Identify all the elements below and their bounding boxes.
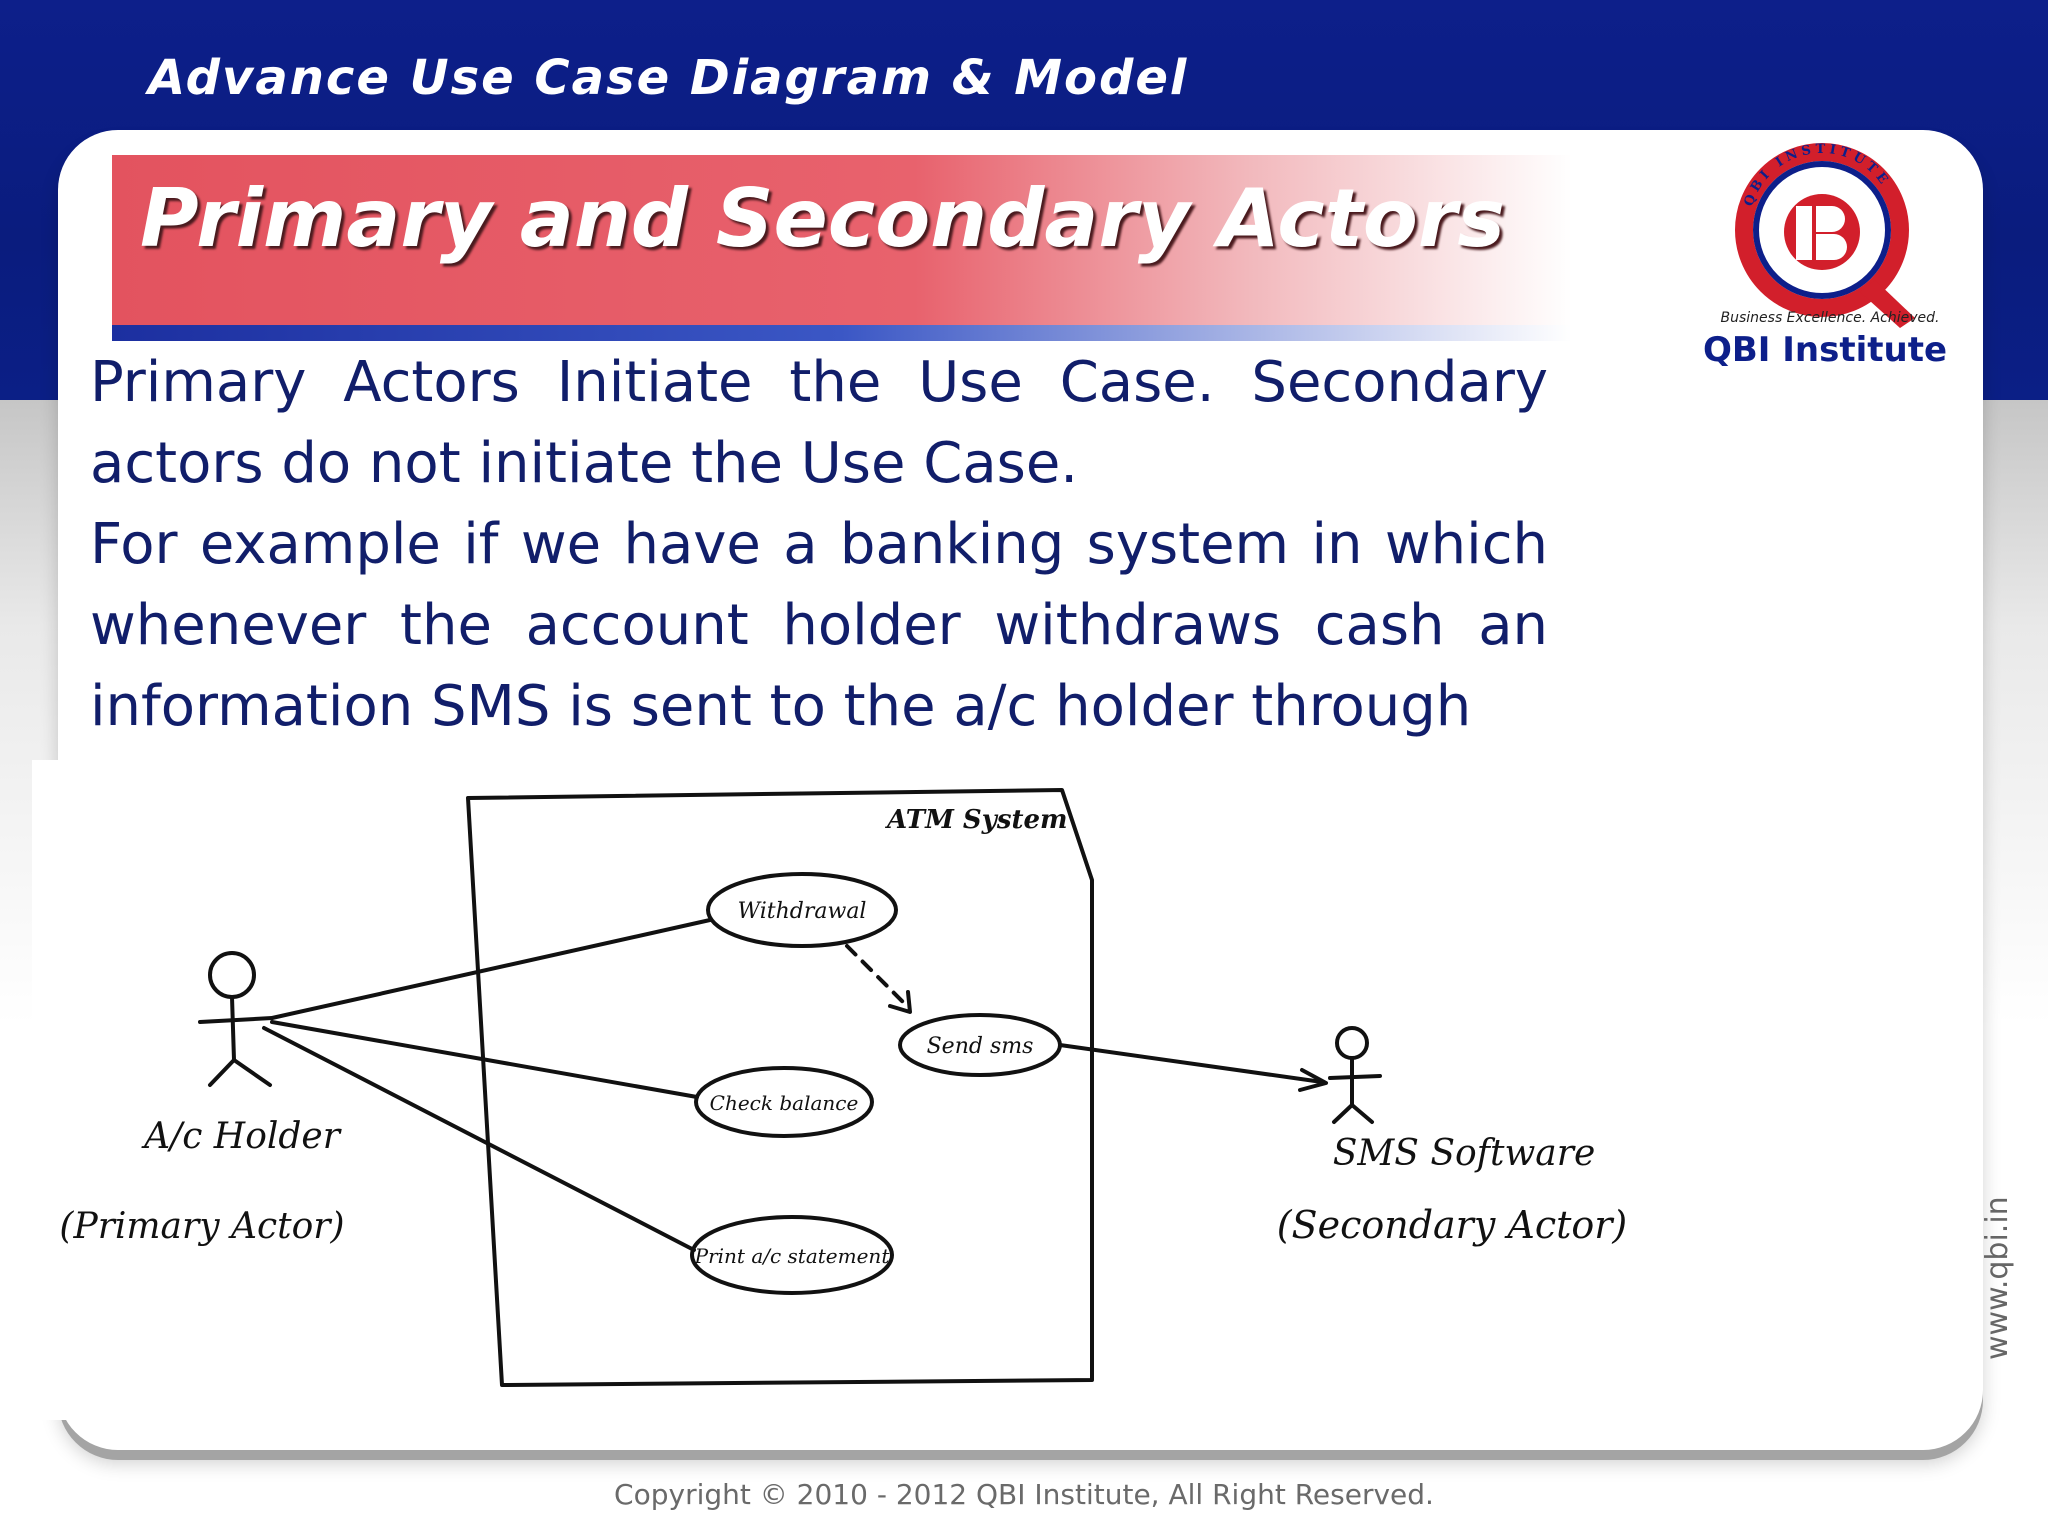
use-case-sketch: ATM System Withdrawal Send sms Check bal…: [32, 760, 1672, 1420]
title-banner: [112, 155, 1572, 325]
copyright-footer: Copyright © 2010 - 2012 QBI Institute, A…: [614, 1478, 1434, 1511]
body-text: Primary Actors Initiate the Use Case. Se…: [90, 342, 1548, 752]
usecase-withdrawal-label: Withdrawal: [738, 899, 867, 924]
usecase-send-sms-label: Send sms: [927, 1034, 1034, 1059]
system-name-label: ATM System: [884, 805, 1068, 835]
usecase-withdrawal: [706, 872, 898, 948]
logo-ring: [1735, 143, 1909, 317]
secondary-actor-figure: [1328, 1026, 1382, 1124]
secondary-actor-name: SMS Software: [1333, 1133, 1596, 1174]
deck-title: Advance Use Case Diagram & Model: [148, 50, 1189, 106]
usecase-print-statement: [690, 1215, 894, 1295]
include-dependency: [845, 944, 909, 1008]
primary-actor-figure: [198, 951, 274, 1087]
logo-name: QBI Institute: [1702, 330, 1948, 370]
association-print: [262, 1026, 696, 1252]
use-case-diagram: ATM System Withdrawal Send sms Check bal…: [59, 788, 1628, 1387]
site-url: www.qbi.in: [1980, 1196, 2015, 1360]
qbi-logo: QBI INSTITUTE: [1735, 142, 1915, 328]
association-check-balance: [270, 1020, 699, 1099]
usecase-check-balance-label: Check balance: [710, 1091, 859, 1115]
usecase-print-label: Print a/c statement: [694, 1244, 891, 1268]
primary-actor-name: A/c Holder: [141, 1116, 342, 1157]
primary-actor-role: (Primary Actor): [59, 1206, 344, 1247]
slide-title: Primary and Secondary Actors: [140, 172, 1505, 265]
title-underline: [112, 325, 1572, 341]
association-withdrawal: [270, 918, 712, 1020]
logo-tagline: Business Excellence. Achieved.: [1720, 310, 1940, 326]
paragraph-2: For example if we have a banking system …: [90, 512, 1548, 739]
logo-tail: [1860, 280, 1915, 328]
paragraph-1: Primary Actors Initiate the Use Case. Se…: [90, 350, 1548, 496]
secondary-actor-role: (Secondary Actor): [1277, 1203, 1628, 1247]
usecase-check-balance: [694, 1066, 874, 1138]
association-sms-software: [1058, 1043, 1324, 1084]
system-boundary: [466, 788, 1094, 1387]
